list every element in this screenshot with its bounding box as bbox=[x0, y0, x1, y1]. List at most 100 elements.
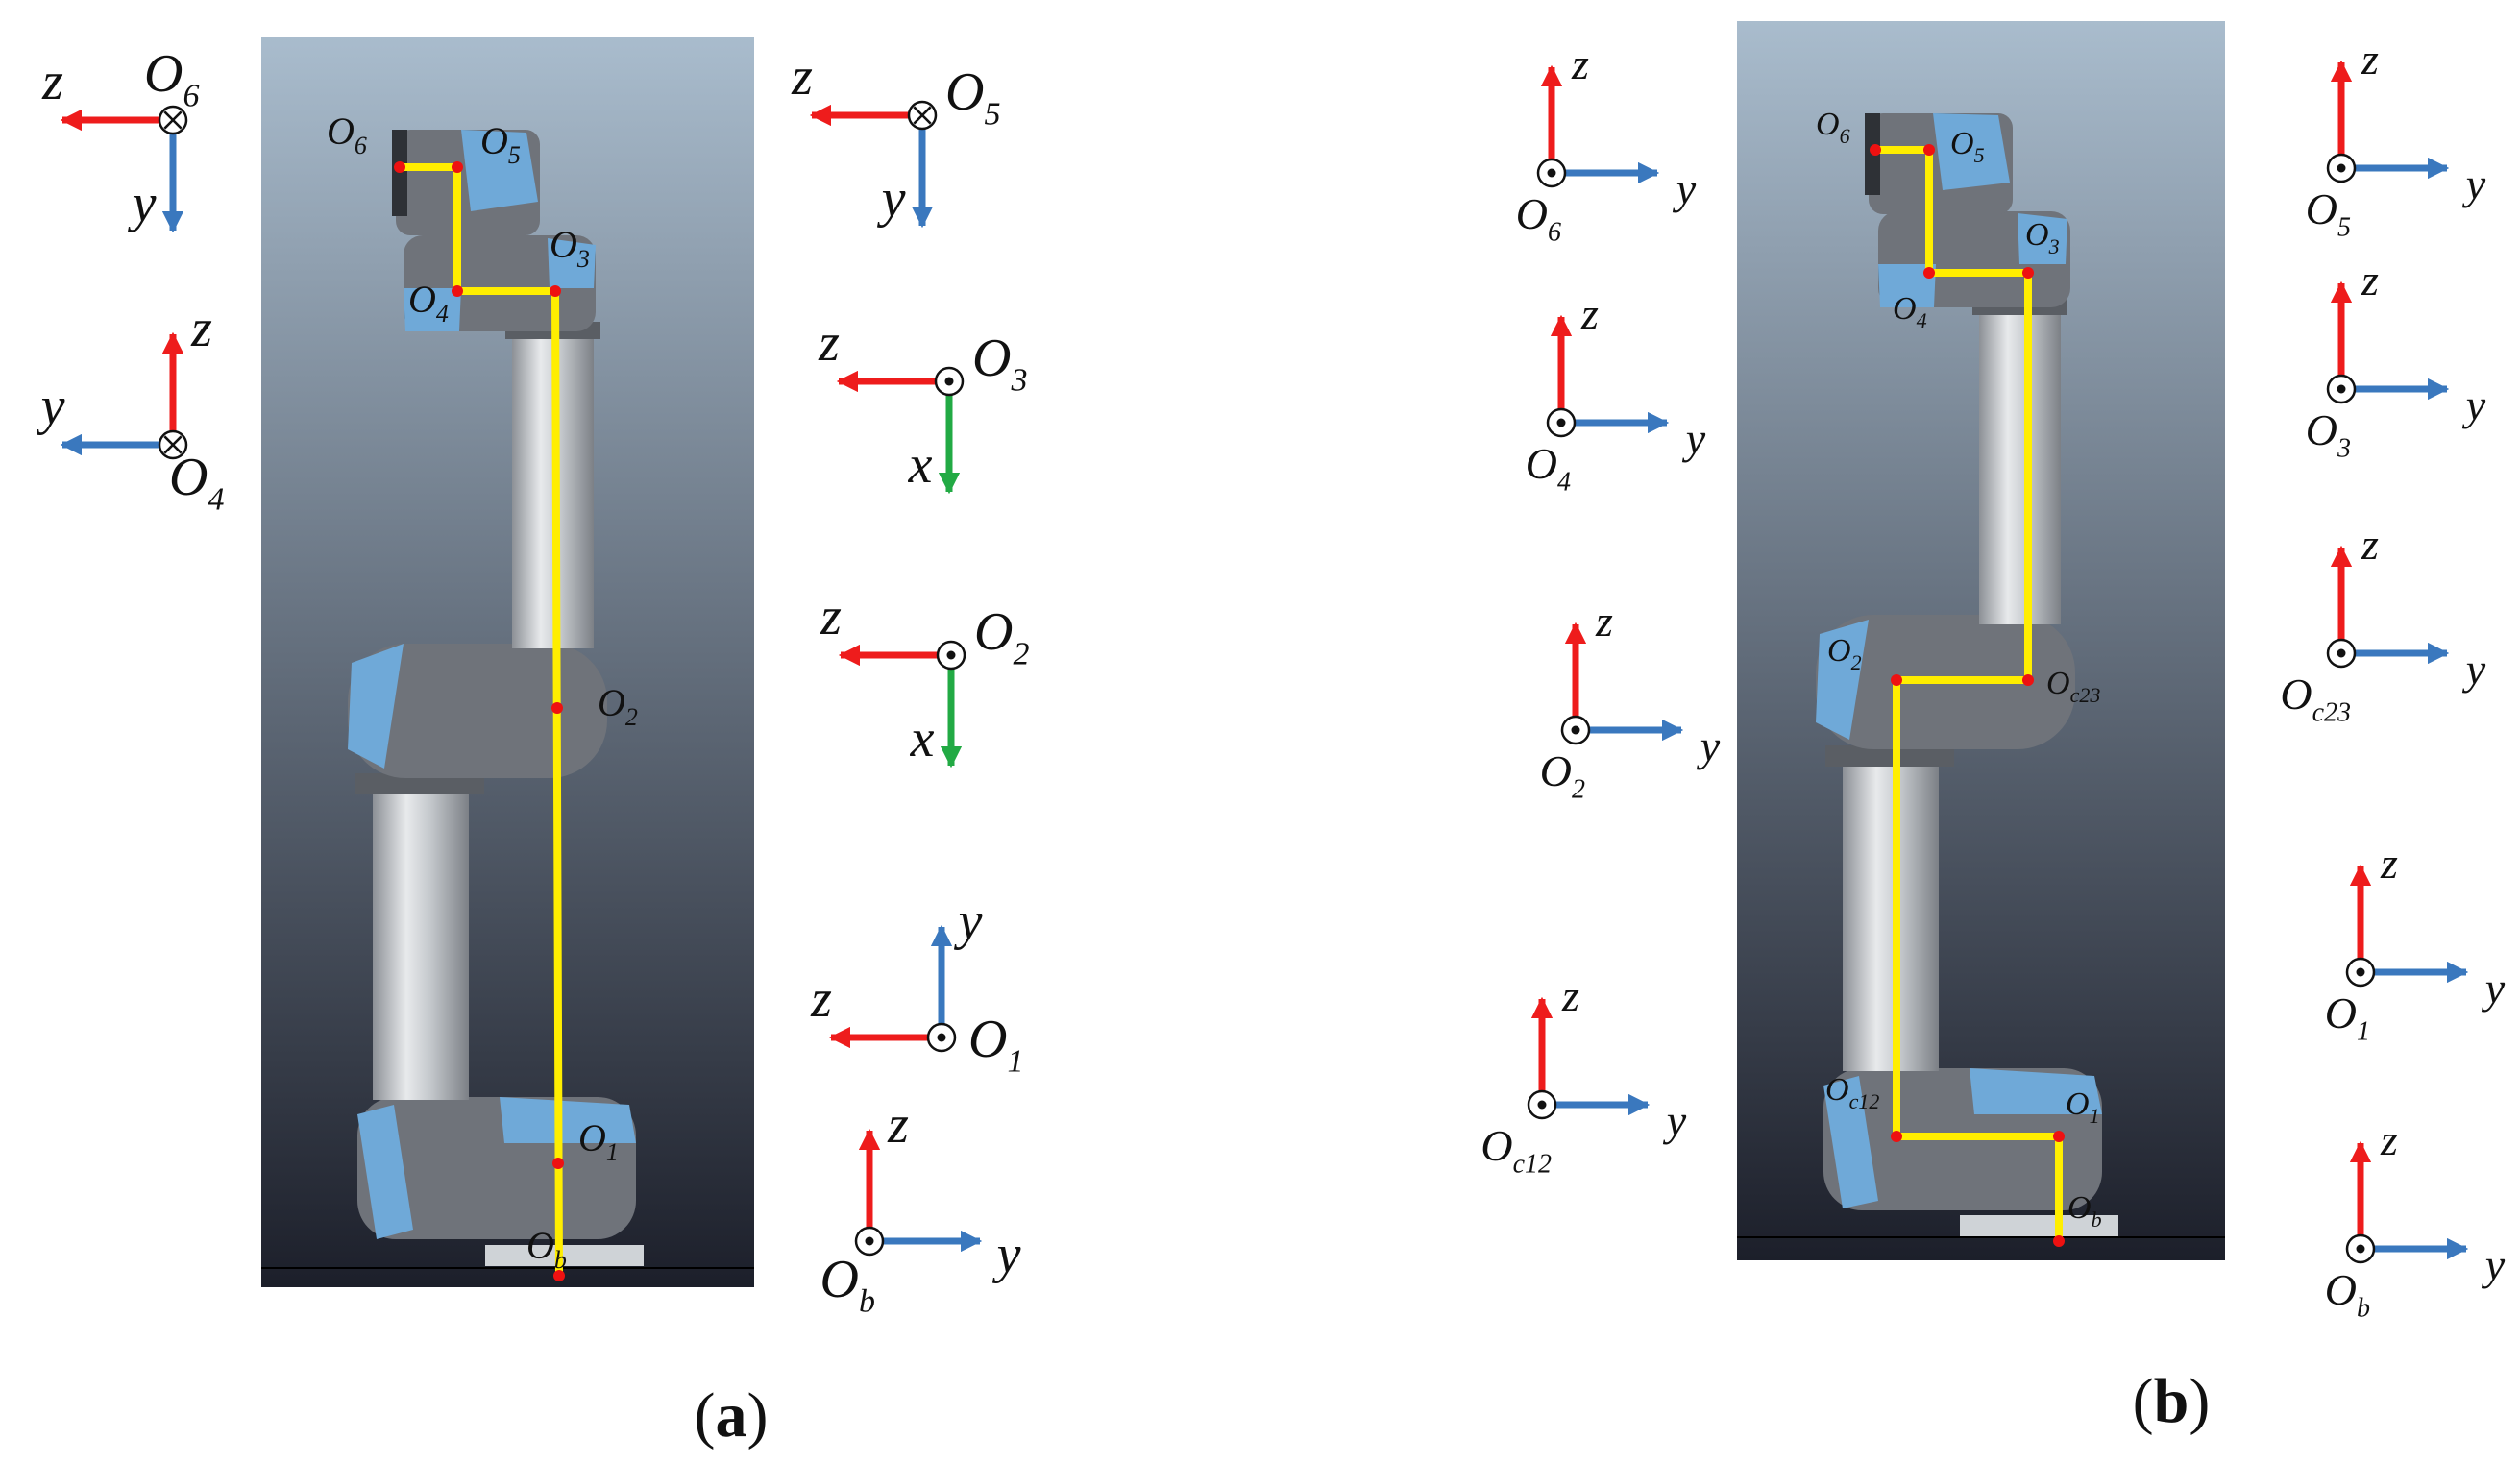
joint-point-o4-b bbox=[1923, 267, 1935, 279]
shoulder-cap-a bbox=[357, 1105, 413, 1239]
axis-y-label: y bbox=[954, 891, 983, 951]
frame-origin-label: O5 bbox=[945, 62, 1000, 132]
axis-z-label: z bbox=[1580, 289, 1599, 338]
axis-z-label: z bbox=[190, 299, 212, 358]
wrist2-cap-b bbox=[1933, 113, 2010, 190]
robot-label-o5-a: O5 bbox=[480, 119, 521, 169]
frame-origin-label: O4 bbox=[169, 448, 224, 517]
axis-y-label: y bbox=[1673, 164, 1697, 213]
robot-labels-b: O6 O5 O3 O4 O2 Oc23 Oc12 O1 Ob bbox=[1816, 107, 2102, 1232]
robot-label-o6-a: O6 bbox=[327, 110, 367, 159]
axis-y-label: y bbox=[1663, 1096, 1687, 1145]
frame-origin-label: O6 bbox=[1516, 189, 1561, 248]
axis-y-label: y bbox=[2462, 645, 2486, 694]
joint-point-o5-a bbox=[452, 161, 463, 173]
joint-point-oc12-b bbox=[1891, 1131, 1902, 1142]
frame-origin-label: Oc23 bbox=[2280, 670, 2351, 728]
robot-label-o1-a: O1 bbox=[578, 1116, 619, 1166]
elbow-joint-a bbox=[348, 644, 607, 778]
axis-z-label: z bbox=[2380, 839, 2398, 888]
axis-y-label: y bbox=[2462, 380, 2486, 429]
axis-x-label: x bbox=[910, 709, 935, 769]
dot-mark bbox=[2356, 967, 2365, 977]
joint-points-b bbox=[1870, 144, 2065, 1247]
axis-z-label: z bbox=[791, 47, 813, 107]
axis-z-label: z bbox=[2380, 1115, 2398, 1164]
robot-render-a bbox=[261, 37, 754, 1287]
frame-o4-a: z yO4 bbox=[37, 299, 225, 517]
joint-point-o4-a bbox=[452, 285, 463, 297]
shoulder-cap-b bbox=[1823, 1076, 1878, 1208]
caption-b: (b) bbox=[2133, 1366, 2211, 1436]
lower-arm-ring-a bbox=[355, 773, 484, 794]
lower-arm-tube-b bbox=[1843, 754, 1939, 1071]
axis-z-label: z bbox=[2361, 520, 2379, 569]
axis-y-label: y bbox=[1682, 414, 1706, 463]
axis-z-label: z bbox=[810, 969, 832, 1029]
axis-y-label: y bbox=[37, 377, 65, 436]
panel-a: O6 O5 O3 O4 O2 O1 Ob zyO6zyO4zyO5zxO3zxO… bbox=[37, 37, 1030, 1451]
panel-b: O6 O5 O3 O4 O2 Oc23 Oc12 O1 Ob zyO6zyO4z… bbox=[1480, 21, 2506, 1436]
axis-y-label: y bbox=[2482, 964, 2506, 1013]
elbow-cap-a bbox=[348, 644, 404, 769]
cross-mark bbox=[163, 110, 183, 130]
wrist3-cap-b bbox=[2018, 213, 2067, 264]
axis-z-label: z bbox=[1595, 597, 1613, 646]
robot-labels-a: O6 O5 O3 O4 O2 O1 Ob bbox=[327, 110, 638, 1274]
frame-origin-label: O2 bbox=[1540, 746, 1585, 805]
base-plate-a bbox=[485, 1245, 644, 1266]
frame-o1-b: z y O1 bbox=[2325, 839, 2506, 1047]
elbow-cap-b bbox=[1816, 620, 1869, 740]
axis-z-label: z bbox=[2361, 35, 2379, 84]
axis-y-label: y bbox=[992, 1225, 1021, 1284]
robot-label-oc23-b: Oc23 bbox=[2046, 666, 2100, 707]
frame-origin-label: O1 bbox=[2325, 988, 2370, 1047]
frame-origin-label: O5 bbox=[2306, 184, 2351, 243]
robot-label-o5-b: O5 bbox=[1950, 126, 1985, 167]
frame-origin-label: O3 bbox=[2306, 405, 2351, 464]
frame-ob-b: z yOb bbox=[2325, 1115, 2506, 1324]
joint-point-o1-a bbox=[552, 1158, 564, 1169]
joint-point-ob-b bbox=[2053, 1235, 2065, 1247]
robot-render-b bbox=[1737, 21, 2225, 1260]
axis-z-label: z bbox=[1561, 971, 1579, 1020]
joint-point-o2-b bbox=[1891, 674, 1902, 686]
axis-y-label: y bbox=[2482, 1240, 2506, 1289]
axis-z-label: z bbox=[1571, 39, 1589, 88]
dot-mark bbox=[1556, 418, 1566, 427]
axis-z-label: z bbox=[2361, 256, 2379, 305]
frame-origin-label: Oc12 bbox=[1480, 1121, 1552, 1180]
dot-mark bbox=[1537, 1100, 1547, 1110]
axis-z-label: z bbox=[887, 1095, 909, 1155]
caption-a: (a) bbox=[695, 1380, 769, 1451]
robot-label-o4-a: O4 bbox=[408, 278, 449, 328]
robot-label-o2-a: O2 bbox=[598, 681, 638, 731]
lower-arm-ring-b bbox=[1825, 745, 1954, 767]
axis-z-label: z bbox=[818, 313, 840, 373]
joint-points-a bbox=[394, 161, 565, 1281]
frame-o6-b: z yO6 bbox=[1516, 39, 1697, 248]
dot-mark bbox=[944, 377, 954, 386]
frame-origin-label: Ob bbox=[2325, 1265, 2370, 1324]
robot-label-o3-b: O3 bbox=[2025, 217, 2060, 258]
dot-mark bbox=[2337, 384, 2346, 394]
robot-label-o6-b: O6 bbox=[1816, 107, 1850, 148]
wrist1-cap-a bbox=[404, 288, 461, 331]
robot-label-ob-b: Ob bbox=[2067, 1190, 2102, 1232]
dot-mark bbox=[2337, 163, 2346, 173]
base-plate-b bbox=[1960, 1215, 2118, 1236]
joint-point-o2-a bbox=[551, 702, 563, 714]
dot-mark bbox=[865, 1236, 874, 1246]
